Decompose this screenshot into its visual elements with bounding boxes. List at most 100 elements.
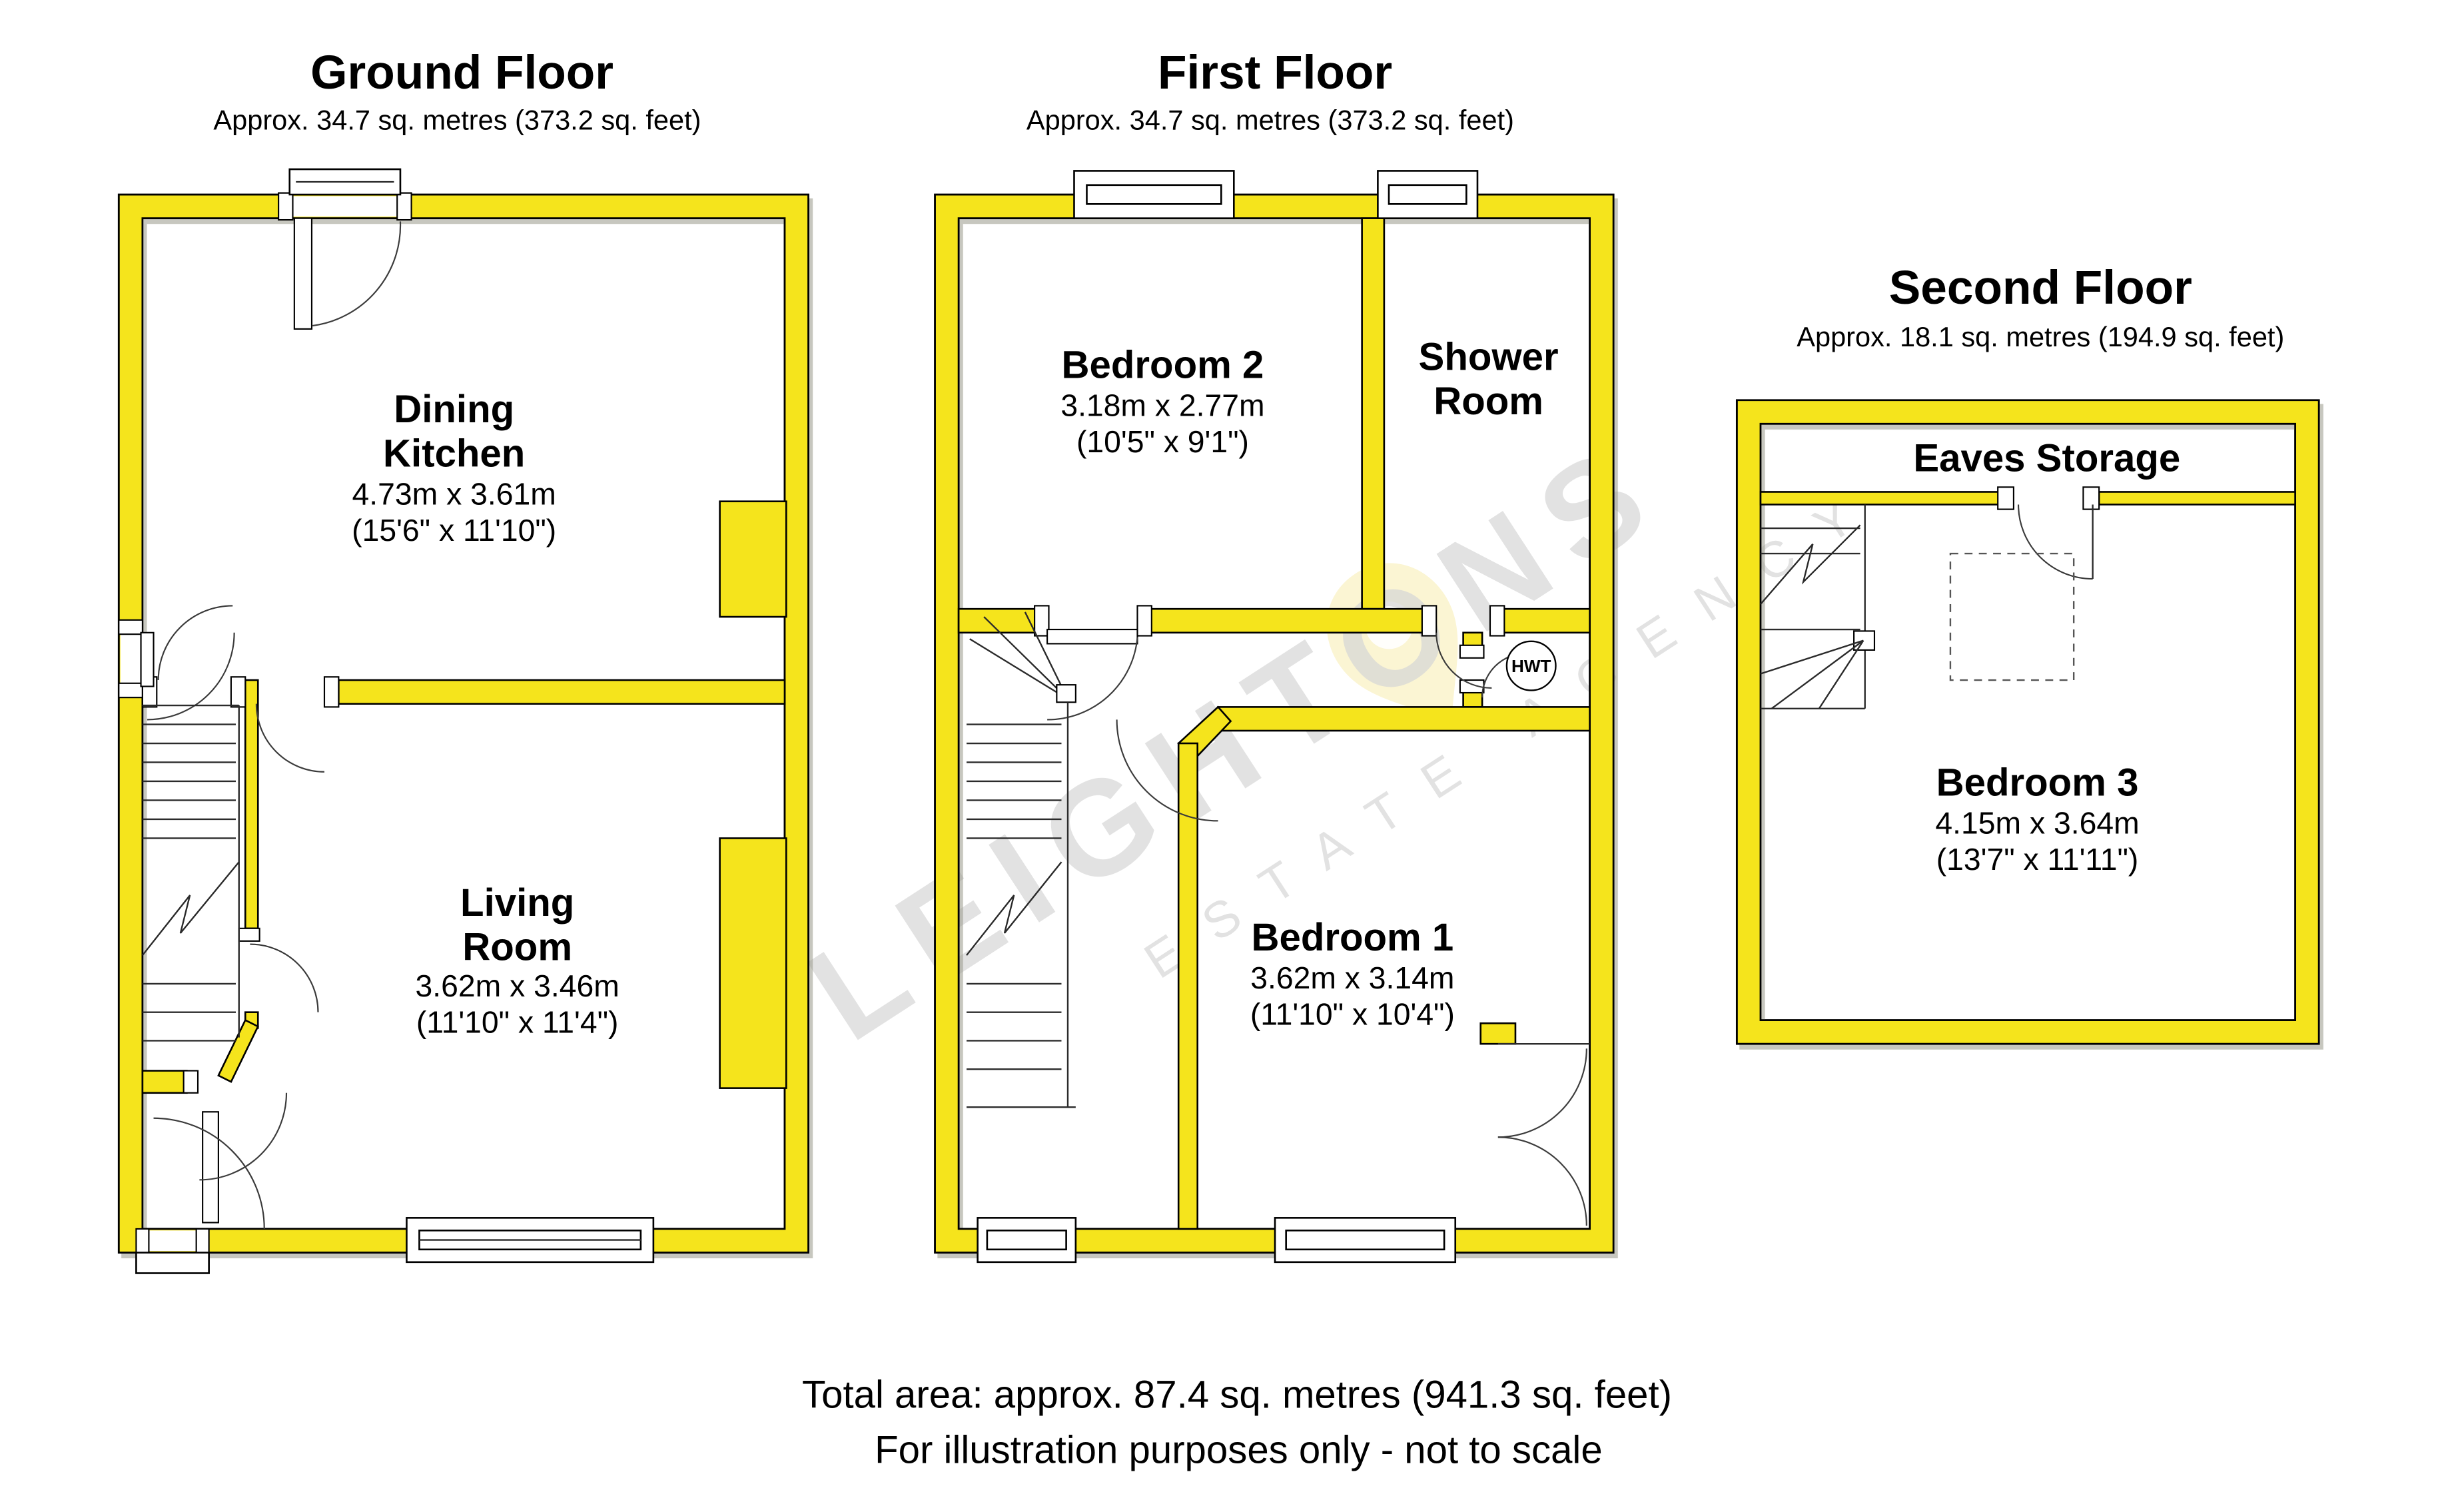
second-floor-area: Approx. 18.1 sq. metres (194.9 sq. feet) [1797, 321, 2284, 352]
window-pane [986, 1230, 1067, 1251]
internal-wall [1361, 217, 1386, 610]
door-jamb [1034, 605, 1050, 637]
hot-water-tank [1505, 640, 1557, 691]
door-jamb [1489, 605, 1505, 637]
room-label: Bedroom 3 [1936, 761, 2139, 804]
door-jamb [118, 682, 143, 699]
total-area-text: Total area: approx. 87.4 sq. metres (941… [802, 1373, 1672, 1416]
porch-step [135, 1252, 210, 1274]
door-arc [1435, 632, 1492, 689]
room-dims: 3.62m x 3.14m [1250, 960, 1454, 995]
staircase [1760, 504, 1876, 709]
wardrobe-wall [1479, 1022, 1517, 1045]
door-arc [1116, 719, 1218, 822]
ground-floor-plan: Ground Floor Approx. 34.7 sq. metres (37… [117, 47, 809, 1274]
door-arc [1497, 1136, 1587, 1226]
door-leaf [140, 631, 155, 687]
internal-wall [1217, 706, 1591, 732]
first-floor-title: First Floor [1158, 47, 1392, 99]
ground-floor-outer-wall [117, 193, 809, 1254]
window-pane [1285, 1230, 1445, 1251]
eaves-wall [2098, 491, 2296, 506]
chimney-breast [719, 837, 787, 1089]
chimney-breast [719, 500, 787, 618]
internal-wall [338, 679, 786, 705]
hwt-closet-wall [1462, 690, 1483, 708]
room-dims: (10'5" x 9'1") [1076, 424, 1249, 459]
newel-post [1853, 630, 1876, 651]
door-arc [199, 1092, 288, 1181]
room-dims: (15'6" x 11'10") [352, 513, 556, 548]
door-jamb [135, 1228, 150, 1254]
stair-break-line [1760, 524, 1861, 605]
internal-wall [1177, 742, 1199, 1230]
room-label: Room [1433, 380, 1543, 423]
door-jamb [183, 1070, 199, 1094]
door-leaf [1046, 628, 1138, 645]
staircase [141, 704, 240, 1042]
room-label: Shower [1419, 336, 1559, 379]
door-jamb [238, 927, 260, 942]
door-jamb [2082, 486, 2100, 510]
newel-post [1056, 684, 1076, 703]
room-label: Bedroom 2 [1062, 344, 1264, 387]
door-arc [153, 1117, 265, 1229]
door-opening [289, 196, 400, 217]
stair-break-line [141, 861, 240, 956]
first-floor-area: Approx. 34.7 sq. metres (373.2 sq. feet) [1026, 105, 1514, 136]
door-arc [311, 221, 402, 327]
second-floor-plan: Second Floor Approx. 18.1 sq. metres (19… [1735, 262, 2320, 1045]
door-arc [1047, 637, 1138, 721]
first-floor-plan: First Floor Approx. 34.7 sq. metres (373… [934, 47, 1615, 1264]
internal-wall [1491, 607, 1591, 634]
door-jamb [396, 192, 412, 221]
door-jamb [118, 619, 143, 635]
second-floor-title: Second Floor [1889, 262, 2192, 314]
ground-floor-area: Approx. 34.7 sq. metres (373.2 sq. feet) [213, 105, 701, 136]
door-arc [157, 605, 233, 681]
room-dims: 4.73m x 3.61m [352, 476, 556, 511]
disclaimer-text: For illustration purposes only - not to … [875, 1428, 1603, 1471]
door-opening [120, 632, 141, 685]
room-label: Room [462, 925, 572, 968]
room-dims: 3.62m x 3.46m [416, 968, 619, 1003]
door-leaf [202, 1111, 219, 1224]
room-dims: (13'7" x 11'11") [1936, 842, 2139, 877]
door-jamb [1136, 605, 1152, 637]
internal-wall-diagonal [217, 1018, 259, 1083]
hwt-label: HWT [1511, 656, 1551, 676]
door-jamb [323, 676, 340, 708]
door-arc [250, 943, 319, 1012]
staircase [966, 611, 1076, 1108]
window-pane [1086, 184, 1222, 205]
door-arc [1497, 1048, 1587, 1138]
door-jamb [230, 676, 246, 708]
door-jamb [278, 192, 294, 221]
internal-wall [244, 679, 259, 930]
door-arc [147, 632, 235, 721]
door-arc [2017, 504, 2093, 580]
door-jamb [1459, 644, 1485, 659]
eaves-wall [1759, 491, 2002, 506]
room-dims: (11'10" x 10'4") [1250, 997, 1455, 1032]
second-floor-outer-wall [1735, 399, 2320, 1045]
porch-wall [141, 1070, 188, 1094]
stair-break-line [966, 861, 1062, 956]
door-leaf [293, 217, 313, 330]
door-jamb [1997, 486, 2014, 510]
ground-floor-title: Ground Floor [310, 47, 613, 99]
door-jamb [195, 1228, 210, 1254]
door-arc [255, 703, 324, 773]
room-label: Living [460, 881, 574, 925]
room-label: Eaves Storage [1913, 437, 2180, 480]
door-jamb [1421, 605, 1437, 637]
window-pane [1388, 184, 1467, 205]
door-opening [145, 1230, 200, 1252]
room-dims: 3.18m x 2.77m [1060, 388, 1264, 422]
room-dims: 4.15m x 3.64m [1935, 805, 2139, 840]
room-dims: (11'10" x 11'4") [416, 1005, 619, 1040]
room-label: Bedroom 1 [1252, 916, 1454, 959]
room-label: Kitchen [383, 432, 525, 475]
